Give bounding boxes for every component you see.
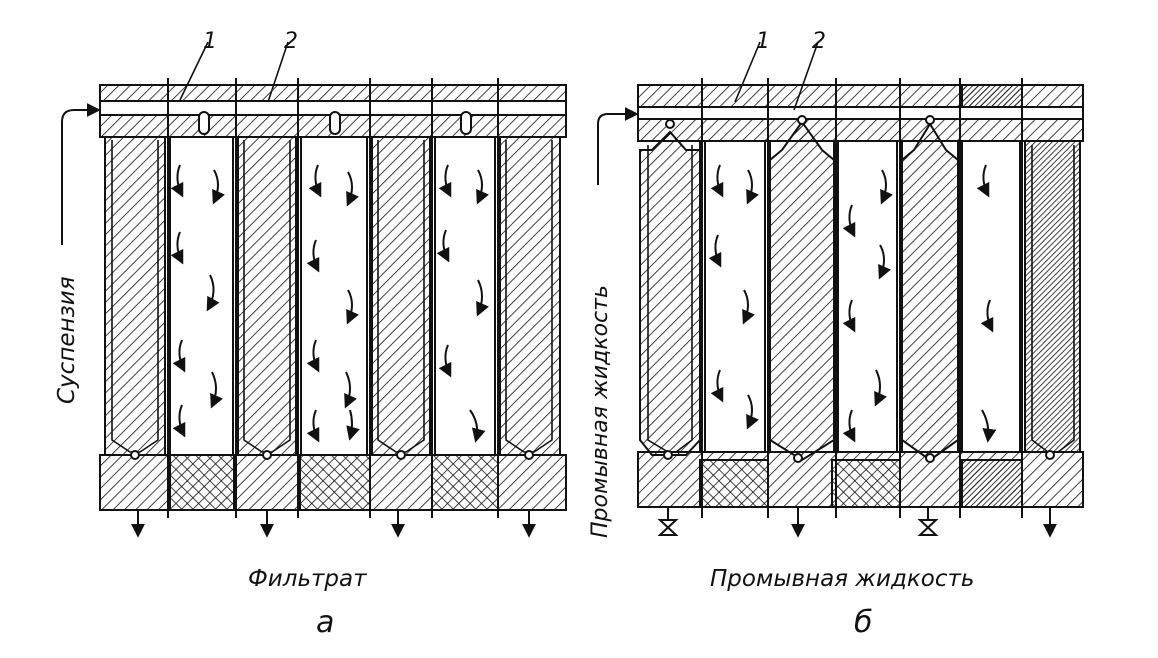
panel-a-plate-3 [371, 136, 431, 456]
panel-a-plate-2 [237, 136, 297, 456]
panel-b-bottom-seg-1 [699, 459, 769, 508]
valve-icon [657, 519, 679, 536]
panel-b-letter: б [854, 605, 873, 640]
panel-b-plate-2 [769, 120, 835, 462]
panel-b-flow-arrows [708, 164, 997, 443]
panel-a-flow-arrows [170, 164, 489, 443]
panel-b-header [637, 118, 1084, 142]
wash-outlet-label-b: Промывная жидкость [710, 566, 974, 592]
panel-b-top-dense [961, 84, 1023, 108]
feed-label-a: Суспензия [54, 276, 80, 404]
panel-b-bottom-seg-2 [831, 459, 901, 508]
filtrate-label-a: Фильтрат [248, 566, 367, 592]
panel-a-frame-1 [164, 136, 239, 456]
panel-a-frame-2 [295, 136, 373, 456]
valve-icon [917, 519, 939, 536]
panel-b-top-channel [637, 106, 1084, 120]
panel-a-top-bar [99, 84, 567, 102]
panel-b [597, 41, 1084, 538]
panel-a-bottom-seg-2 [299, 454, 371, 511]
panel-a-bottom-seg-3 [431, 454, 499, 511]
callout-2-a: 2 [284, 29, 298, 54]
panel-b-plate-4 [1024, 140, 1081, 453]
callout-1-a: 1 [203, 29, 217, 54]
panel-a-plate-1 [104, 136, 166, 456]
panel-b-plate-1 [639, 130, 701, 456]
panel-a [61, 41, 567, 538]
panel-a-bottom-seg-1 [169, 454, 235, 511]
panel-a-frame-3 [429, 136, 501, 456]
callout-1-b: 1 [756, 29, 770, 54]
callout-2-b: 2 [812, 29, 826, 54]
panel-b-plate-3 [901, 122, 959, 462]
panel-b-bottom-seg-3 [961, 459, 1023, 508]
wash-inlet-label-b: Промывная жидкость [588, 285, 613, 538]
panel-a-plate-4 [499, 136, 561, 456]
panel-a-letter: а [316, 605, 334, 640]
